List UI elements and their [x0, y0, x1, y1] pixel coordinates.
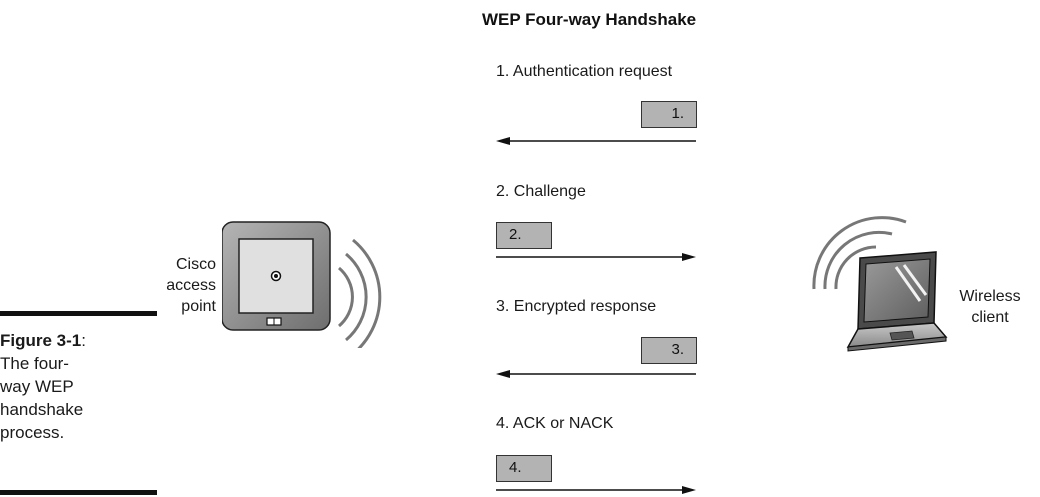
client-wave-1	[834, 245, 877, 290]
client-wave-2	[823, 230, 893, 290]
step-4-label: 4. ACK or NACK	[496, 415, 614, 432]
step-4-badge: 4.	[496, 455, 552, 482]
access-point-label: Cisco access point	[140, 254, 216, 317]
client-label-line-2: client	[971, 309, 1009, 326]
caption-line-1: The four-	[0, 354, 69, 373]
caption-top-rule	[0, 311, 157, 316]
step-2-label: 2. Challenge	[496, 183, 586, 200]
client-label: Wireless client	[950, 286, 1030, 328]
caption-line-2: way WEP	[0, 377, 74, 396]
caption-line-3: handshake	[0, 400, 84, 419]
diagram-title: WEP Four-way Handshake	[482, 10, 697, 29]
figure-caption: Figure 3-1: The four- way WEP handshake …	[0, 329, 160, 444]
figure-label-colon: :	[81, 331, 86, 350]
laptop-icon	[812, 216, 948, 352]
ap-wave-1	[338, 266, 354, 328]
figure-label: Figure 3-1	[0, 331, 82, 350]
client-label-line-1: Wireless	[959, 288, 1021, 305]
client-wave-3	[812, 216, 907, 290]
step-3-arrow	[496, 370, 696, 378]
step-1-label: 1. Authentication request	[496, 63, 673, 80]
ap-wave-2	[345, 252, 368, 342]
step-3-label: 3. Encrypted response	[496, 298, 657, 315]
step-1-arrow	[496, 137, 696, 145]
ap-wave-3	[352, 238, 382, 348]
access-point-label-line-2: access	[166, 277, 216, 294]
step-4-arrow	[496, 486, 696, 494]
access-point-icon	[222, 221, 382, 348]
caption-bottom-rule	[0, 490, 157, 495]
step-1-badge: 1.	[641, 101, 697, 128]
access-point-label-line-1: Cisco	[175, 256, 216, 273]
access-point-label-line-3: point	[181, 298, 216, 315]
step-2-arrow	[496, 253, 696, 261]
caption-line-4: process.	[0, 423, 65, 442]
step-3-badge: 3.	[641, 337, 697, 364]
step-2-badge: 2.	[496, 222, 552, 249]
